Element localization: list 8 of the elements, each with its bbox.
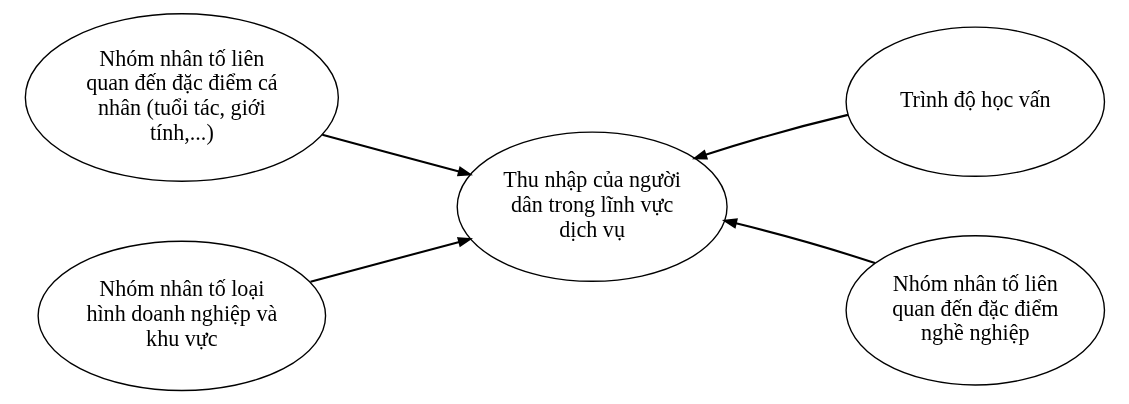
node-ellipse: Nhóm nhân tố loại hình doanh nghiệp và khu vực: [36, 240, 326, 392]
arrow: [309, 237, 473, 283]
node-ellipse: Trình độ học vấn: [844, 26, 1105, 177]
arrow: [321, 133, 473, 177]
node-ellipse: Nhóm nhân tố liên quan đến đặc điểm cá nhân (tuổi tác, giới tính,...): [24, 13, 339, 182]
node-ellipse: Nhóm nhân tố liên quan đến đặc điểm nghề nghiệp: [844, 235, 1105, 386]
arrow: [691, 113, 848, 160]
arrow: [721, 218, 875, 265]
